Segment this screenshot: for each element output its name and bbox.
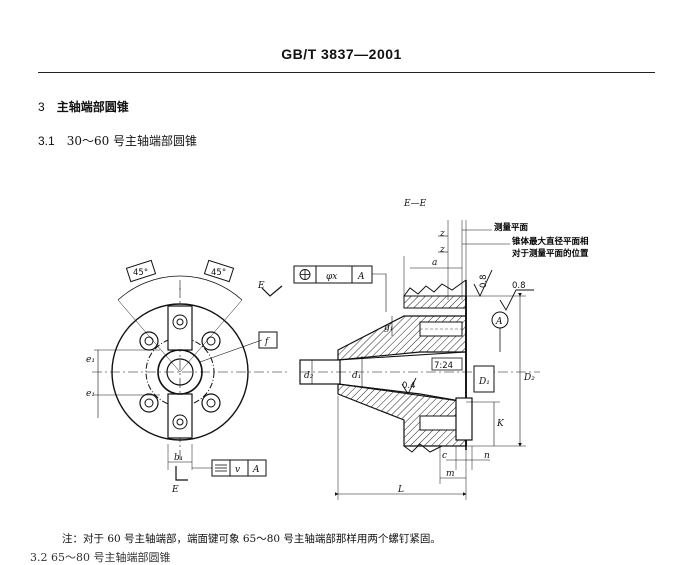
section-3-1-heading: 3.1 30～60 号主轴端部圆锥 [38, 132, 197, 149]
section-mark-e-top: E [257, 281, 265, 291]
taper-ratio: 7:24 [434, 361, 453, 371]
dim-d1: d₁ [352, 371, 361, 381]
section-3-title: 主轴端部圆锥 [56, 100, 129, 114]
dim-b1: b₁ [174, 453, 183, 463]
section-3-1-title: 30～60 号主轴端部圆锥 [66, 134, 198, 148]
roughness-face: 0.8 [479, 274, 489, 288]
header-rule [38, 72, 655, 73]
symmetry-datum-label: A [252, 465, 260, 475]
dim-m: m [446, 469, 455, 479]
section-3-1-number: 3.1 [38, 134, 55, 148]
dim-z-lower: z [439, 245, 445, 255]
datum-A-label: A [495, 317, 503, 327]
position-tol-value: φx [326, 272, 337, 282]
note-cone-position: 锥体最大直径平面相 [512, 236, 589, 247]
symmetry-v-label: v [235, 465, 240, 475]
section-3-number: 3 [38, 100, 45, 114]
standard-header: GB/T 3837—2001 [281, 46, 402, 62]
position-tolerance-frame [293, 265, 387, 312]
dim-D2: D₂ [523, 373, 535, 383]
dim-e1-bottom: e₁ [86, 389, 95, 399]
dim-z-upper: z [439, 229, 445, 239]
roughness-taper: 0.4 [402, 381, 416, 391]
dim-K: K [496, 419, 505, 429]
flatness-label: f [264, 337, 270, 347]
key-slot-bottom [167, 393, 193, 439]
section-label: E—E [403, 199, 427, 209]
dim-L: L [397, 485, 404, 495]
dim-d2: d₂ [304, 371, 314, 381]
dim-n: n [484, 451, 490, 461]
spindle-bore [157, 349, 203, 395]
section-3-heading: 3 主轴端部圆锥 [38, 98, 129, 115]
note-measure-plane: 测量平面 [494, 222, 529, 233]
footnote: 注：对于 60 号主轴端部，端面键可象 65～80 号主轴端部那样用两个螺钉紧固… [62, 533, 441, 545]
key-slot-top [167, 305, 193, 351]
dim-D1: D₁ [478, 377, 490, 387]
dim-g1: g₁ [384, 323, 393, 333]
roughness-general: 0.8 [512, 281, 526, 291]
section-mark-e-bottom: E [171, 485, 179, 495]
note-cone-position-2: 对于测量平面的位置 [512, 248, 589, 259]
section-view [299, 220, 540, 500]
next-section-heading-cut: 3.2 65～80 号主轴端部圆锥 [30, 551, 171, 564]
dim-c: c [442, 451, 447, 461]
position-tol-datum: A [357, 272, 365, 282]
angle-label-b: 45° [211, 268, 226, 278]
dim-e1-top: e₁ [86, 355, 95, 365]
end-view [92, 259, 290, 481]
dim-a: a [432, 258, 437, 268]
angle-label-a: 45° [133, 268, 148, 278]
